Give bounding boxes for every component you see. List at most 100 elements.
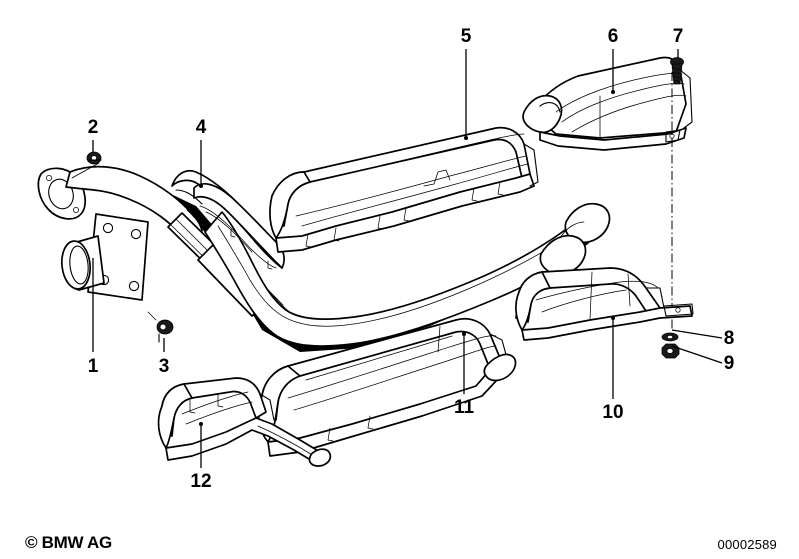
leader-9 bbox=[671, 345, 723, 364]
shield-4-crease-1 bbox=[199, 205, 277, 269]
shield-5-tab-e bbox=[471, 187, 478, 202]
shield-12-rail-seam bbox=[257, 425, 315, 457]
shield-5-tab-d bbox=[403, 207, 410, 222]
screw-7-thread-1 bbox=[671, 67, 683, 71]
shield-12-tab-b bbox=[217, 393, 224, 408]
part-heat-shield-small-rear bbox=[157, 377, 332, 467]
shield-12-crease-2 bbox=[185, 401, 253, 425]
callout-number-6[interactable]: 6 bbox=[608, 26, 619, 47]
upper-flange-bore bbox=[48, 178, 74, 210]
nut-9-bore bbox=[666, 348, 674, 354]
part-nut-upper bbox=[71, 151, 102, 179]
shield-11-crease-1 bbox=[287, 335, 497, 399]
shield-4-tab-2 bbox=[267, 260, 273, 270]
shield-12-open-end bbox=[157, 383, 193, 449]
shield-10-right-cap bbox=[645, 287, 665, 309]
shield-5-tab-c bbox=[377, 215, 384, 230]
nut-2-attach-line bbox=[71, 162, 100, 179]
shield-10-rib-v2 bbox=[627, 273, 631, 307]
part-screw bbox=[670, 57, 684, 85]
pipe-stub-bore-inner bbox=[69, 245, 89, 285]
shield-6-open-end bbox=[522, 94, 563, 134]
part-washer bbox=[661, 332, 679, 342]
callout-number-10[interactable]: 10 bbox=[602, 402, 623, 423]
leader-dot-10 bbox=[611, 316, 615, 320]
shield-10-open-end bbox=[515, 271, 551, 331]
part-exhaust-downpipe bbox=[37, 165, 611, 352]
callout-number-5[interactable]: 5 bbox=[461, 26, 472, 47]
shield-11-tab-b bbox=[327, 427, 334, 442]
shield-5-crease-long bbox=[295, 155, 527, 217]
copyright-notice: © BMW AG bbox=[25, 533, 112, 552]
leader-8 bbox=[671, 329, 723, 339]
callout-leaders bbox=[92, 49, 723, 468]
part-heat-shield-long-upper bbox=[269, 126, 539, 253]
screw-7-shank bbox=[671, 63, 683, 85]
shield-6-bottom-rail bbox=[539, 127, 687, 151]
flange-bolt-hole-br bbox=[128, 280, 140, 292]
shield-5-open-end bbox=[269, 171, 311, 239]
leader-dot-4 bbox=[199, 184, 203, 188]
part-nut-lower bbox=[147, 311, 174, 343]
callout-number-4[interactable]: 4 bbox=[196, 117, 207, 138]
callout-number-11[interactable]: 11 bbox=[454, 397, 475, 418]
callout-number-8[interactable]: 8 bbox=[724, 328, 735, 349]
shield-10-mount-hole bbox=[675, 307, 681, 313]
part-heat-shield-rear-lower bbox=[515, 267, 694, 341]
shield-5-crease-top bbox=[319, 133, 525, 181]
part-heat-shield-rear-upper bbox=[522, 56, 693, 151]
part-heat-shield-small-front bbox=[171, 169, 285, 270]
shield-12-end-cap bbox=[259, 393, 275, 421]
leader-dot-6 bbox=[611, 90, 615, 94]
callout-number-12[interactable]: 12 bbox=[190, 471, 211, 492]
callout-number-9[interactable]: 9 bbox=[724, 353, 735, 374]
shield-6-crease-3 bbox=[571, 94, 687, 133]
shield-11-crease-2 bbox=[293, 345, 497, 411]
upper-flange-hole-2 bbox=[73, 207, 79, 213]
tailpipe-end bbox=[539, 234, 587, 276]
nut-3-attach-line bbox=[147, 311, 157, 321]
shield-6-right-cap bbox=[679, 69, 693, 129]
pipe-stub-bore-outer bbox=[61, 240, 91, 290]
shield-11-crease-3 bbox=[305, 335, 453, 381]
shield-10-crease-2 bbox=[541, 289, 627, 313]
callout-numbers: 1 2 3 4 5 6 7 8 9 10 11 12 bbox=[88, 26, 735, 492]
part-nut-rear bbox=[661, 343, 680, 359]
shield-10-rib-v bbox=[589, 271, 593, 321]
shield-5-crease-mid bbox=[301, 163, 529, 227]
shield-12-bottom-rail bbox=[165, 417, 321, 463]
shield-4-edge-return bbox=[175, 189, 203, 205]
shield-10-mount-tab bbox=[663, 303, 694, 317]
shield-11-rib-v bbox=[437, 325, 441, 353]
nut-3-bore bbox=[159, 323, 167, 331]
shield-11-tab-c bbox=[367, 415, 374, 430]
shield-10-crease-1 bbox=[535, 280, 659, 301]
drawing-number: 00002589 bbox=[717, 537, 777, 552]
shield-12-tip bbox=[308, 448, 332, 467]
shield-4-tab-1 bbox=[230, 228, 236, 238]
leader-dot-5 bbox=[464, 136, 468, 140]
shield-5-tab-b bbox=[333, 227, 340, 242]
callout-number-3[interactable]: 3 bbox=[159, 356, 170, 377]
shield-12-tab-a bbox=[189, 399, 196, 414]
leader-dot-12 bbox=[199, 422, 203, 426]
shield-4-crease-2 bbox=[205, 211, 253, 253]
callout-number-7[interactable]: 7 bbox=[673, 26, 684, 47]
upper-flange-hole-1 bbox=[46, 175, 52, 181]
shield-5-tab-f bbox=[497, 181, 504, 196]
flange-bolt-hole-tr bbox=[130, 228, 142, 240]
shield-6-mount-tab bbox=[665, 129, 681, 143]
screw-7-thread-2 bbox=[671, 71, 683, 75]
callout-number-1[interactable]: 1 bbox=[88, 356, 99, 377]
washer-8-bore bbox=[667, 335, 673, 339]
leader-dot-11 bbox=[462, 332, 466, 336]
screw-7-thread-3 bbox=[672, 75, 682, 79]
flange-bolt-hole-tl bbox=[102, 222, 114, 234]
shield-11-tip bbox=[483, 353, 517, 382]
shield-12-crease-1 bbox=[181, 391, 249, 415]
shield-4-lower-flange bbox=[193, 183, 285, 269]
screw-7-thread-4 bbox=[673, 79, 681, 83]
callout-number-2[interactable]: 2 bbox=[88, 117, 99, 138]
